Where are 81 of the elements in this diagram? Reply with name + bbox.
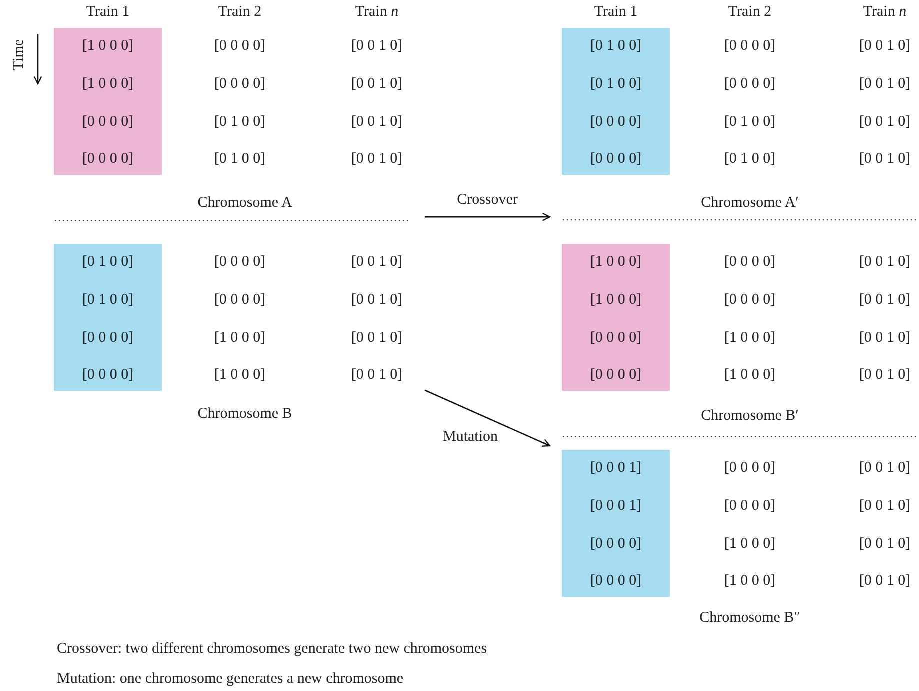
vector-cell: [0 0 0 0] (590, 113, 642, 130)
vector-cell: [1 0 0 0] (724, 535, 776, 552)
column-header: Train 1 (86, 4, 130, 20)
chromosome-label: Chromosome A′ (701, 194, 799, 212)
vector-cell: [0 0 0 0] (724, 460, 776, 476)
vector-cell: [0 1 0 0] (82, 254, 134, 270)
vector-cell: [0 1 0 0] (724, 151, 776, 168)
column-header: Train 2 (218, 4, 262, 20)
vector-cell: [0 0 1 0] (859, 329, 911, 346)
vector-cell: [0 0 0 0] (724, 38, 776, 54)
vector-cell: [0 0 1 0] (859, 76, 911, 92)
vector-cell: [0 0 0 0] (590, 329, 642, 346)
chromosome-label: Chromosome B′ (701, 408, 799, 424)
vector-cell: [0 0 1 0] (859, 498, 911, 514)
vector-cell: [0 0 0 0] (590, 535, 642, 552)
vector-cell: [1 0 0 0] (724, 573, 776, 590)
vector-cell: [1 0 0 0] (214, 329, 266, 346)
vector-cell: [0 0 1 0] (351, 151, 403, 168)
highlighted-gene-column (562, 244, 670, 391)
vector-cell: [0 0 1 0] (859, 254, 911, 270)
vector-cell: [0 0 0 0] (214, 292, 266, 308)
vector-cell: [0 0 0 0] (724, 498, 776, 514)
vector-cell: [1 0 0 0] (724, 329, 776, 346)
highlighted-gene-column (562, 450, 670, 597)
vector-cell: [0 0 1 0] (351, 76, 403, 92)
vector-cell: [0 0 0 0] (214, 254, 266, 270)
vector-cell: [0 0 0 0] (214, 38, 266, 54)
vector-cell: [0 0 1 0] (859, 460, 911, 476)
vector-cell: [0 0 1 0] (859, 38, 911, 54)
vector-cell: [0 0 1 0] (351, 367, 403, 384)
vector-cell: [0 0 0 0] (590, 151, 642, 168)
vector-cell: [0 0 0 1] (590, 498, 642, 514)
vector-cell: [0 0 0 0] (82, 151, 134, 168)
column-header: Train 1 (594, 4, 638, 20)
column-header: Train 2 (728, 4, 772, 20)
vector-cell: [0 1 0 0] (214, 113, 266, 130)
vector-cell: [0 1 0 0] (590, 76, 642, 92)
vector-cell: [1 0 0 0] (214, 367, 266, 384)
vector-cell: [0 0 0 0] (724, 76, 776, 92)
vector-cell: [1 0 0 0] (590, 254, 642, 270)
vector-cell: [0 0 1 0] (859, 535, 911, 552)
vector-cell: [1 0 0 0] (724, 367, 776, 384)
vector-cell: [0 0 0 0] (214, 76, 266, 92)
vector-cell: [0 0 1 0] (351, 292, 403, 308)
vector-cell: [0 0 0 0] (590, 367, 642, 384)
vector-cell: [0 0 1 0] (859, 151, 911, 168)
vector-cell: [0 0 0 0] (724, 254, 776, 270)
highlighted-gene-column (54, 28, 162, 175)
vector-cell: [0 1 0 0] (82, 292, 134, 308)
axis-label: Time (10, 39, 28, 71)
vector-cell: [0 0 0 1] (590, 460, 642, 476)
vector-cell: [0 1 0 0] (590, 38, 642, 54)
vector-cell: [0 0 1 0] (351, 38, 403, 54)
note-text: Mutation: one chromosome generates a new chromosome (57, 670, 404, 688)
vector-cell: [0 0 0 0] (82, 367, 134, 384)
chromosome-label: Chromosome B (198, 406, 292, 422)
note-text: Crossover: two different chromosomes generate two new chromosomes (57, 640, 488, 658)
vector-cell: [0 0 0 0] (82, 329, 134, 346)
vector-cell: [0 0 1 0] (859, 573, 911, 590)
vector-cell: [0 0 1 0] (351, 254, 403, 270)
vector-cell: [0 0 1 0] (859, 292, 911, 308)
chromosome-label: Chromosome A (198, 194, 292, 212)
chromosome-label: Chromosome B″ (700, 610, 800, 626)
vector-cell: [0 0 1 0] (351, 329, 403, 346)
column-header: Train n (863, 4, 907, 20)
vector-cell: [0 1 0 0] (724, 113, 776, 130)
vector-cell: [0 0 0 0] (590, 573, 642, 590)
vector-cell: [1 0 0 0] (590, 292, 642, 308)
vector-cell: [0 0 1 0] (351, 113, 403, 130)
vector-cell: [0 1 0 0] (214, 151, 266, 168)
arrow (424, 390, 551, 447)
vector-cell: [0 0 1 0] (859, 113, 911, 130)
vector-cell: [0 0 0 0] (724, 292, 776, 308)
vector-cell: [1 0 0 0] (82, 38, 134, 54)
vector-cell: [0 0 0 0] (82, 113, 134, 130)
column-header: Train n (355, 4, 399, 20)
highlighted-gene-column (562, 28, 670, 175)
vector-cell: [0 0 1 0] (859, 367, 911, 384)
vector-cell: [1 0 0 0] (82, 76, 134, 92)
arrow (425, 212, 551, 222)
highlighted-gene-column (54, 244, 162, 391)
